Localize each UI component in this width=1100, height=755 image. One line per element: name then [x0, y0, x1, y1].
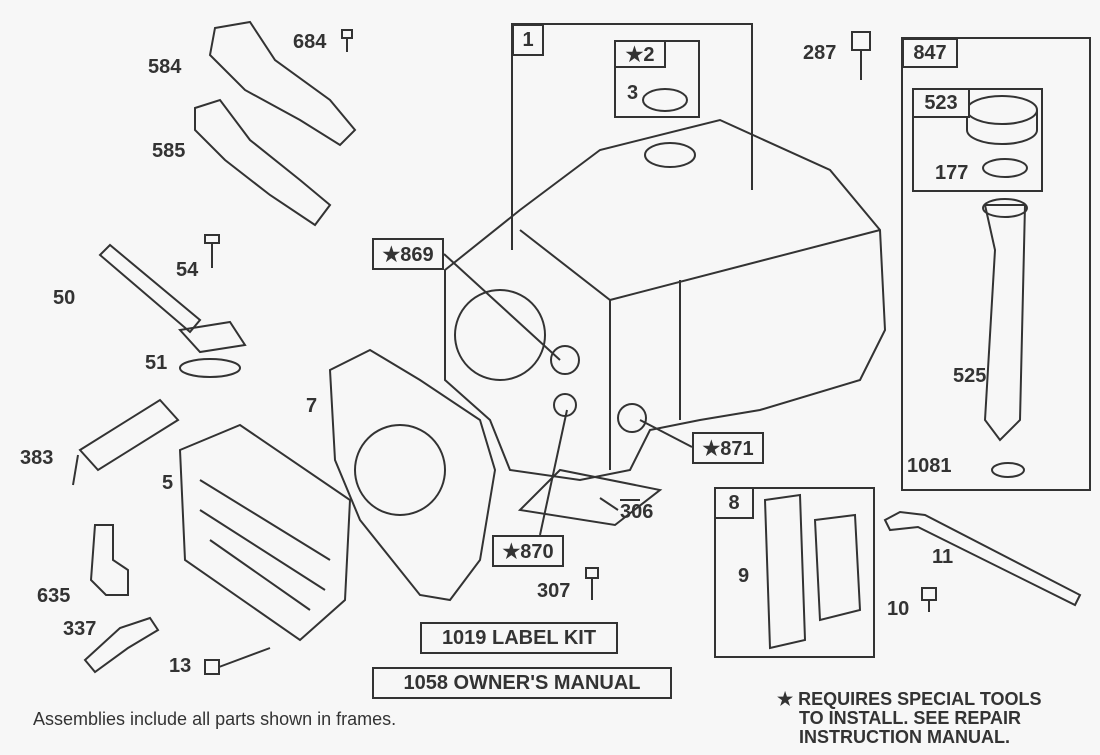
gasket-7	[328, 348, 497, 602]
gasket-9	[763, 493, 807, 650]
spark-plug-337	[83, 616, 160, 674]
part-label-10: 10	[887, 598, 910, 620]
frame-label-847: 847	[902, 38, 958, 68]
frame-1-outline	[511, 23, 753, 250]
special-tools-line-3: INSTRUCTION MANUAL.	[799, 727, 1010, 747]
gasket-585	[194, 98, 332, 227]
part-label-1081: 1081	[907, 455, 952, 477]
screw-684	[341, 29, 353, 52]
part-label-525: 525	[953, 365, 987, 387]
part-635	[89, 524, 129, 596]
part-label-13: 13	[169, 655, 192, 677]
part-label-177: 177	[935, 162, 969, 184]
bracket-50	[178, 320, 247, 354]
frame-label-8: 8	[714, 487, 754, 519]
part-label-306: 306	[620, 501, 654, 523]
tube-11	[883, 510, 1082, 607]
frame-847-outline	[901, 37, 1091, 491]
part-label-9: 9	[738, 565, 750, 587]
callout-870: ★870	[492, 535, 564, 567]
frame-8	[714, 487, 875, 658]
frame-label-1: 1	[512, 24, 544, 56]
plate-306	[517, 468, 663, 527]
part-label-337: 337	[63, 618, 97, 640]
part-label-287: 287	[803, 42, 837, 64]
frame-label-2: ★2	[614, 40, 666, 68]
part-label-684: 684	[293, 31, 327, 53]
part-label-383: 383	[20, 447, 54, 469]
owners-manual-callout: 1058 OWNER'S MANUAL	[372, 667, 672, 699]
tube-50	[98, 243, 202, 334]
ring-177	[982, 158, 1028, 178]
seal-3	[642, 88, 688, 112]
bolt-13	[204, 647, 271, 675]
screw-54	[204, 234, 220, 268]
part-label-307: 307	[537, 580, 571, 602]
part-label-584: 584	[148, 56, 182, 78]
assemblies-note: Assemblies include all parts shown in fr…	[33, 709, 397, 729]
frame-523	[912, 88, 1043, 192]
part-287	[851, 31, 871, 80]
part-label-635: 635	[37, 585, 71, 607]
part-label-3: 3	[627, 82, 639, 104]
engine-block	[444, 118, 887, 482]
part-label-11: 11	[932, 546, 954, 568]
special-tools-note: ★ REQUIRES SPECIAL TOOLS TO INSTALL. SEE…	[777, 690, 1042, 747]
part-label-585: 585	[152, 140, 186, 162]
ring-1081	[991, 462, 1025, 478]
part-label-54: 54	[176, 259, 199, 281]
part-label-7: 7	[306, 395, 318, 417]
screw-307	[585, 567, 599, 600]
callout-871: ★871	[692, 432, 764, 464]
part-label-50: 50	[53, 287, 76, 309]
label-kit-callout: 1019 LABEL KIT	[420, 622, 618, 654]
frame-label-523: 523	[912, 88, 970, 118]
tube-525	[983, 204, 1027, 442]
gasket-51	[179, 358, 241, 378]
gasket-584	[208, 20, 357, 147]
screw-10	[921, 587, 937, 612]
cylinder-head-5	[178, 423, 352, 642]
special-tools-line-2: TO INSTALL. SEE REPAIR	[799, 708, 1022, 728]
part-label-51: 51	[145, 352, 168, 374]
part-label-5: 5	[162, 472, 174, 494]
special-tools-line-1: ★ REQUIRES SPECIAL TOOLS	[777, 689, 1042, 709]
callout-869: ★869	[372, 238, 444, 270]
part-383	[72, 398, 180, 486]
cover-8	[813, 513, 862, 622]
